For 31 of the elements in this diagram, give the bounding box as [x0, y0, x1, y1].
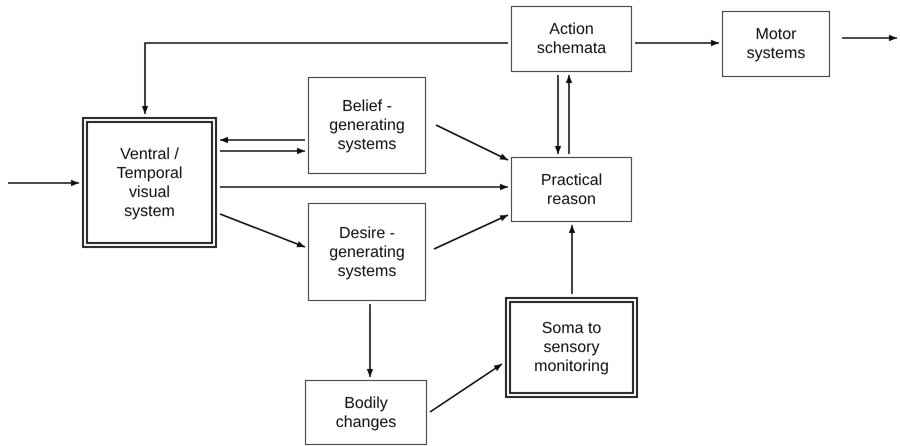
arrow — [8, 180, 79, 186]
arrow — [430, 363, 502, 413]
arrow — [220, 148, 305, 154]
box-label: Motor systems — [746, 25, 806, 63]
box-label: Soma to sensory monitoring — [533, 319, 610, 376]
arrow — [554, 75, 562, 154]
arrow — [635, 40, 719, 46]
arrow — [220, 136, 305, 144]
process-box — [308, 203, 426, 301]
process-box — [305, 380, 427, 445]
arrow — [220, 184, 508, 190]
double-bordered-box — [505, 297, 638, 398]
arrow — [842, 34, 897, 42]
process-box — [722, 11, 830, 77]
arrow — [566, 75, 572, 154]
box-label: Practical reason — [540, 170, 604, 208]
box-label: Desire - generating systems — [328, 224, 406, 280]
arrow — [568, 225, 576, 294]
process-box — [511, 157, 632, 222]
process-box — [308, 77, 426, 174]
arrow — [220, 213, 306, 248]
arrow — [436, 124, 508, 161]
box-label: Action schemata — [536, 20, 608, 58]
box-label: Ventral / Temporal visual system — [116, 144, 184, 220]
box-label: Bodily changes — [334, 394, 398, 432]
process-box — [511, 6, 632, 72]
arrow — [366, 304, 374, 377]
arrow — [434, 214, 508, 250]
arrow — [142, 42, 508, 114]
box-label: Belief - generating systems — [328, 97, 406, 154]
double-bordered-box — [82, 117, 217, 248]
